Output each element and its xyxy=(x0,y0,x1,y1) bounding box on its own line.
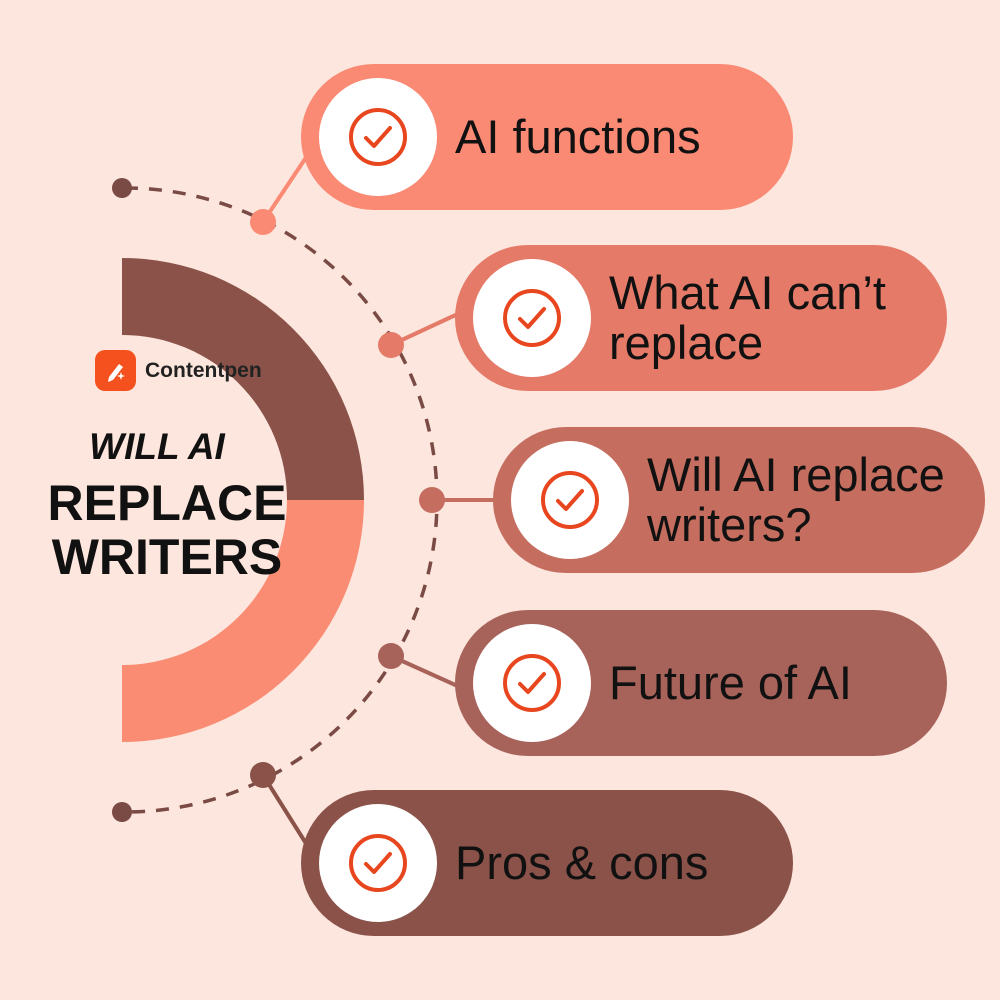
topic-pill-will-ai-replace-writers: Will AI replace writers? xyxy=(493,427,985,573)
half-ring-top xyxy=(122,258,364,500)
node-dot-2 xyxy=(378,332,404,358)
connector-2 xyxy=(390,310,463,347)
title-line-3: WRITERS xyxy=(51,529,283,585)
check-circle-icon xyxy=(319,804,437,922)
node-dot-3 xyxy=(419,487,445,513)
arc-end-dot-top xyxy=(112,178,132,198)
topic-label: Future of AI xyxy=(609,656,852,709)
arc-end-dot-bottom xyxy=(112,802,132,822)
check-circle-icon xyxy=(473,624,591,742)
check-circle-icon xyxy=(511,441,629,559)
title-line-1: WILL AI xyxy=(89,426,225,467)
node-dot-1 xyxy=(250,209,276,235)
check-circle-icon xyxy=(319,78,437,196)
topic-label: Will AI replace writers? xyxy=(647,448,945,551)
topic-pill-pros-and-cons: Pros & cons xyxy=(301,790,793,936)
connector-1 xyxy=(261,154,309,224)
topic-pill-future-of-ai: Future of AI xyxy=(455,610,947,756)
pen-logo-icon xyxy=(95,350,136,391)
check-circle-icon xyxy=(473,259,591,377)
node-dot-5 xyxy=(250,762,276,788)
topic-label: What AI can’t replace xyxy=(609,266,886,369)
topic-pill-ai-functions: AI functions xyxy=(301,64,793,210)
brand-logo: Contentpen xyxy=(95,350,262,391)
title-line-2: REPLACE xyxy=(47,475,287,531)
connector-5 xyxy=(261,773,309,847)
topic-label: Pros & cons xyxy=(455,836,709,889)
node-dot-4 xyxy=(378,643,404,669)
brand-name: Contentpen xyxy=(145,358,262,382)
topic-label: AI functions xyxy=(455,110,701,163)
topic-pill-what-ai-cant-replace: What AI can’t replace xyxy=(455,245,947,391)
half-ring-bottom xyxy=(122,500,364,742)
